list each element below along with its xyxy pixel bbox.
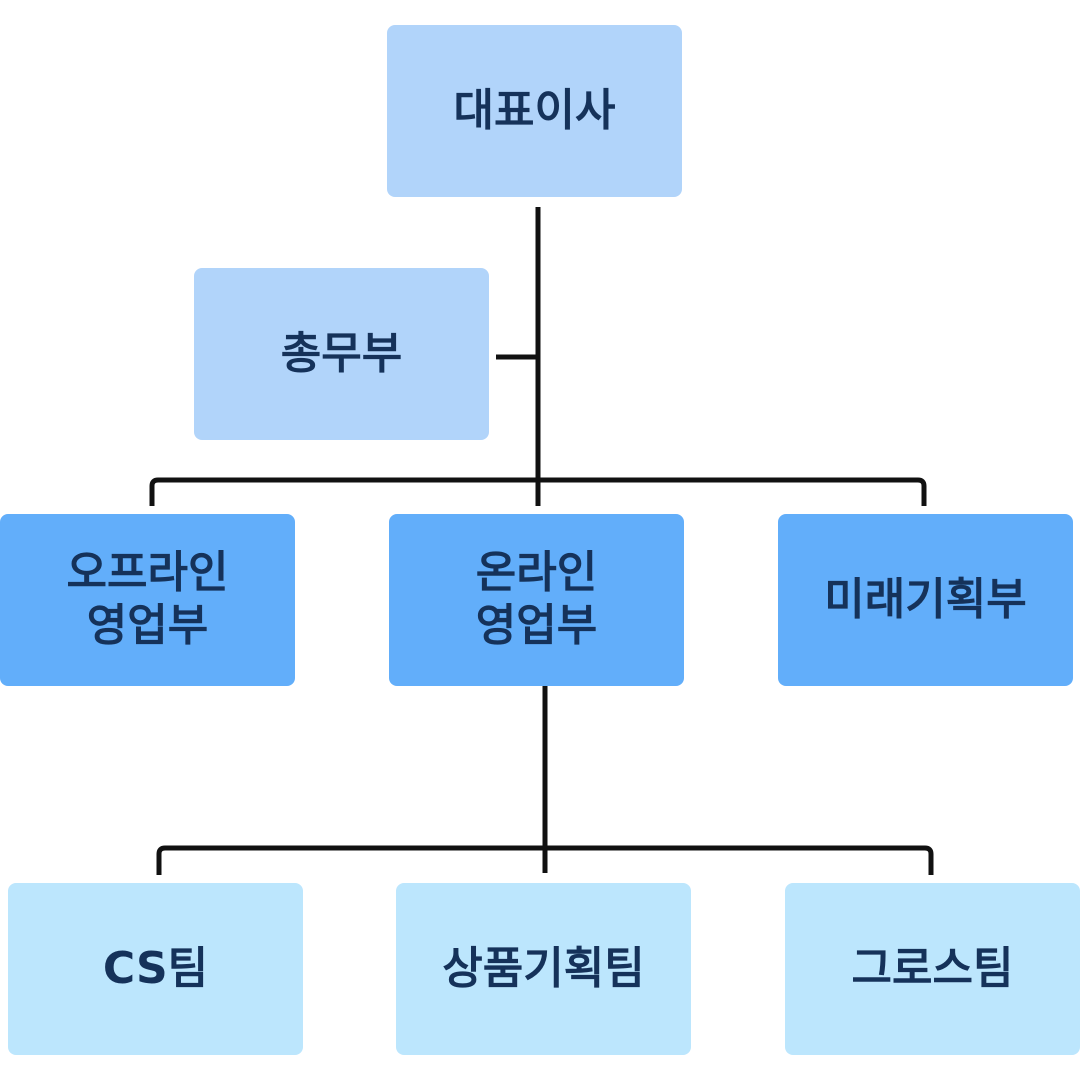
node-growth-team-label: 그로스팀 xyxy=(851,942,1014,994)
connector-teams-bus xyxy=(156,845,934,875)
node-offline-sales-label: 오프라인 영업부 xyxy=(66,547,229,651)
node-growth-team: 그로스팀 xyxy=(785,883,1080,1055)
connector-departments-bus xyxy=(149,477,927,506)
node-cs-team: CS팀 xyxy=(8,883,303,1055)
node-ceo: 대표이사 xyxy=(387,25,682,197)
node-product-planning-team-label: 상품기획팀 xyxy=(442,942,645,994)
node-general-affairs: 총무부 xyxy=(194,268,489,440)
node-online-sales: 온라인 영업부 xyxy=(389,514,684,686)
node-product-planning-team: 상품기획팀 xyxy=(396,883,691,1055)
node-future-planning-label: 미래기획부 xyxy=(824,573,1027,625)
node-cs-team-label: CS팀 xyxy=(102,942,209,994)
node-future-planning: 미래기획부 xyxy=(778,514,1073,686)
node-general-affairs-label: 총무부 xyxy=(280,327,403,379)
node-offline-sales: 오프라인 영업부 xyxy=(0,514,295,686)
node-ceo-label: 대표이사 xyxy=(453,84,616,136)
node-online-sales-label: 온라인 영업부 xyxy=(475,547,598,651)
